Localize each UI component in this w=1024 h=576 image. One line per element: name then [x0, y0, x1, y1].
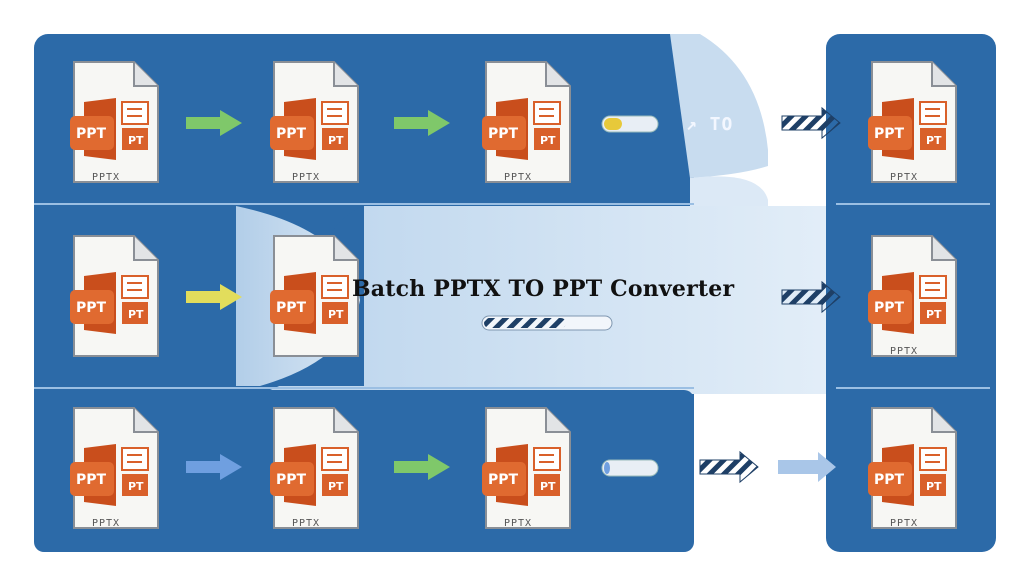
svg-text:PPTX: PPTX [292, 518, 320, 529]
svg-text:PT: PT [128, 134, 144, 147]
svg-text:PPTX: PPTX [92, 172, 120, 183]
funnel-tab [670, 34, 768, 178]
svg-text:PT: PT [540, 480, 556, 493]
svg-text:PPT: PPT [76, 126, 107, 142]
doc-pptx: PPT PT PPTX [70, 407, 159, 529]
svg-text:PPT: PPT [488, 126, 519, 142]
transfer-arrow-icon [699, 450, 759, 484]
svg-text:PT: PT [328, 134, 344, 147]
doc-pptx: PPT PT PPTX [70, 61, 159, 183]
svg-text:PPT: PPT [874, 472, 905, 488]
doc-pptx: PPT PT PPTX [270, 407, 359, 529]
progress-bar [601, 115, 659, 133]
svg-text:PT: PT [926, 134, 942, 147]
transfer-arrow-icon [781, 106, 841, 140]
doc-ppt-output: PPT PT PPTX [868, 407, 957, 529]
svg-text:PPT: PPT [874, 300, 905, 316]
doc-pptx: PPT PT PPTX [270, 61, 359, 183]
svg-text:PPT: PPT [276, 126, 307, 142]
progress-bar [481, 315, 613, 331]
doc-ppt-output: PPT PT PPTX [868, 235, 957, 357]
svg-text:PT: PT [328, 308, 344, 321]
progress-bar [601, 459, 659, 477]
svg-text:PT: PT [926, 480, 942, 493]
svg-text:PPT: PPT [488, 472, 519, 488]
svg-text:PPTX: PPTX [890, 346, 918, 357]
svg-text:PPTX: PPTX [92, 518, 120, 529]
svg-text:PPTX: PPTX [890, 172, 918, 183]
funnel-shape [236, 206, 836, 394]
svg-text:PT: PT [128, 308, 144, 321]
doc-pptx: PPT PT [70, 235, 159, 357]
doc-pptx: PPT PT PPTX [482, 61, 571, 183]
doc-pptx: PPT PT PPTX [482, 407, 571, 529]
to-label: ↗ TO [686, 114, 734, 135]
svg-text:PPT: PPT [276, 300, 307, 316]
doc-pptx: PPT PT [270, 235, 359, 357]
svg-text:PT: PT [926, 308, 942, 321]
transfer-arrow-icon [778, 452, 836, 482]
svg-text:PPT: PPT [76, 472, 107, 488]
funnel-gap [690, 176, 768, 206]
svg-text:PPTX: PPTX [890, 518, 918, 529]
diagram-title: Batch PPTX TO PPT Converter [352, 276, 735, 302]
svg-text:PPTX: PPTX [292, 172, 320, 183]
svg-text:PPT: PPT [276, 472, 307, 488]
doc-ppt-output: PPT PT PPTX [868, 61, 957, 183]
svg-text:PPT: PPT [874, 126, 905, 142]
svg-text:PPTX: PPTX [504, 518, 532, 529]
svg-text:PPT: PPT [76, 300, 107, 316]
svg-text:PT: PT [128, 480, 144, 493]
svg-text:PPTX: PPTX [504, 172, 532, 183]
transfer-arrow-icon [781, 280, 841, 314]
svg-text:PT: PT [540, 134, 556, 147]
svg-text:PT: PT [328, 480, 344, 493]
